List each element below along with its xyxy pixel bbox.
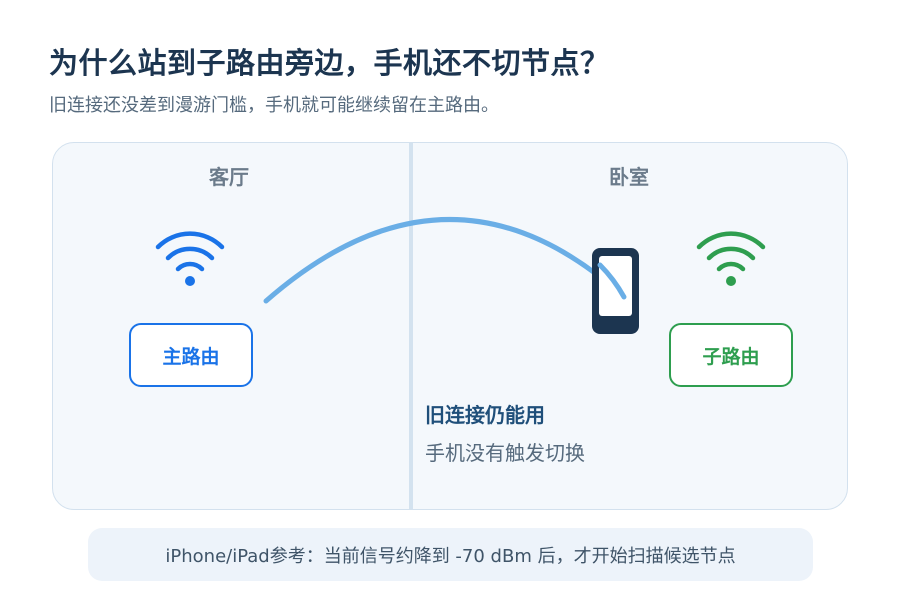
- footer-note-text: iPhone/iPad参考：当前信号约降到 -70 dBm 后，才开始扫描候选节…: [165, 545, 736, 567]
- main-router-wifi-icon: [155, 231, 225, 286]
- phone-icon: [592, 248, 639, 334]
- main-router-label: 主路由: [162, 345, 220, 368]
- page-subtitle: 旧连接还没差到漫游门槛，手机就可能继续留在主路由。: [49, 95, 499, 116]
- connection-arc: [263, 217, 627, 304]
- footer-note: iPhone/iPad参考：当前信号约降到 -70 dBm 后，才开始扫描候选节…: [88, 528, 813, 581]
- connection-arc-tip: [597, 262, 627, 300]
- room-divider: [409, 143, 413, 509]
- room-label-living-room: 客厅: [209, 165, 249, 189]
- sub-router-box: 子路由: [669, 323, 793, 387]
- page-title: 为什么站到子路由旁边，手机还不切节点？: [49, 46, 610, 80]
- main-router-box: 主路由: [129, 323, 253, 387]
- room-label-bedroom: 卧室: [609, 165, 649, 189]
- diagram-panel: 客厅 卧室 主路由 子路由 旧连接仍能用 手机没有触发切换: [52, 142, 848, 510]
- note-title: 旧连接仍能用: [425, 403, 545, 427]
- sub-router-label: 子路由: [702, 345, 760, 368]
- note-body: 手机没有触发切换: [425, 441, 585, 465]
- sub-router-wifi-icon: [696, 231, 766, 286]
